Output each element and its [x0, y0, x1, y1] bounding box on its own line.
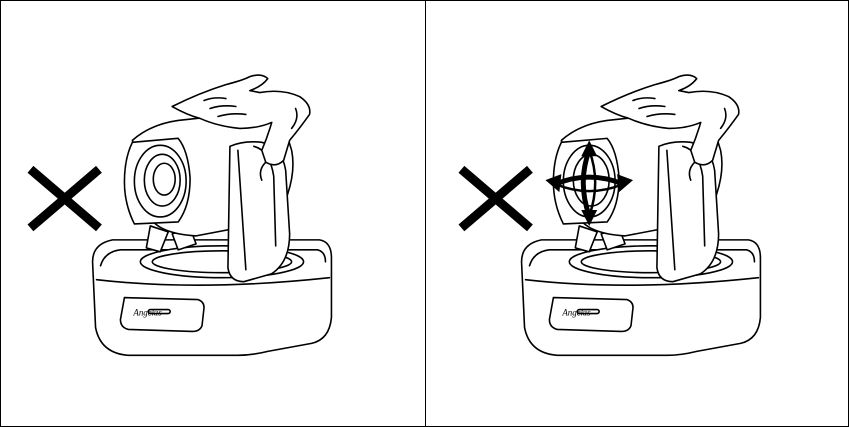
- panel-left: Angekis: [0, 0, 426, 427]
- cross-mark-icon: [34, 172, 96, 225]
- left-illustration: Angekis: [1, 1, 425, 426]
- brand-label-right: Angekis: [561, 308, 591, 318]
- cross-mark-icon: [465, 172, 527, 225]
- ptz-camera-icon: [93, 75, 332, 355]
- panel-right: Angekis: [425, 0, 849, 427]
- brand-label-left: Angekis: [132, 308, 162, 318]
- right-illustration: Angekis: [426, 1, 848, 426]
- ptz-camera-icon: [522, 75, 761, 355]
